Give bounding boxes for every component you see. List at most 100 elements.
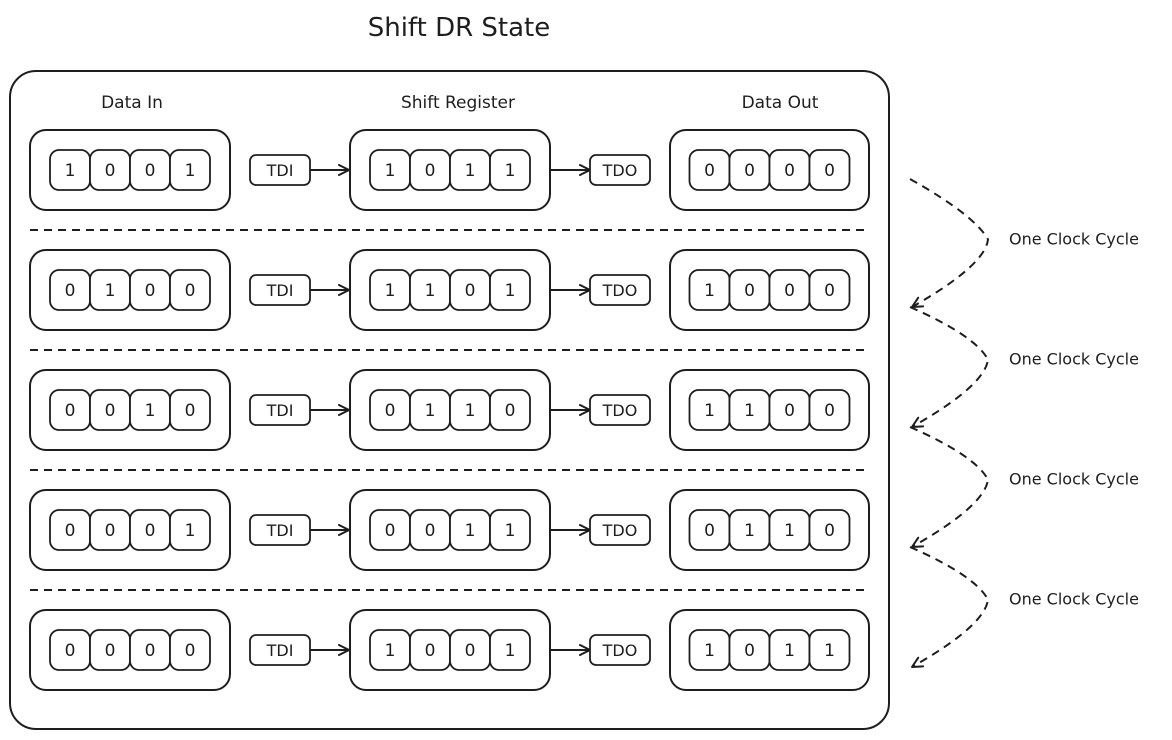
bit-value: 0: [784, 281, 795, 301]
bit-value: 0: [105, 521, 116, 541]
bit-value: 0: [65, 281, 76, 301]
register-container: [669, 129, 870, 211]
bit-value: 1: [784, 521, 795, 541]
bit-value: 0: [385, 401, 396, 421]
bit-value: 0: [704, 161, 715, 181]
register-container: [29, 489, 231, 571]
bit-value: 0: [744, 281, 755, 301]
bit-value: 1: [505, 641, 516, 661]
bit-value: 1: [505, 521, 516, 541]
clock-cycle-arrow: [909, 178, 990, 307]
column-header-data-out: Data Out: [742, 93, 819, 113]
bit-value: 0: [425, 521, 436, 541]
tdo-tag: [589, 274, 651, 306]
tdo-tag: [589, 154, 651, 186]
register-shift-register: 0 1 1 0: [349, 369, 551, 451]
bit-cell: [169, 509, 211, 551]
bit-value: 1: [824, 641, 835, 661]
register-container: [669, 369, 870, 451]
bit-value: 1: [704, 401, 715, 421]
bit-value: 0: [145, 521, 156, 541]
tdo-label: TDO: [602, 401, 638, 420]
bit-value: 1: [185, 161, 196, 181]
bit-value: 0: [185, 641, 196, 661]
bit-value: 0: [465, 641, 476, 661]
bit-value: 1: [385, 641, 396, 661]
register-data-out: 1 0 1 1: [669, 609, 870, 691]
column-header-data-in: Data In: [101, 93, 163, 113]
bit-value: 0: [505, 401, 516, 421]
tdo-tag: [589, 394, 651, 426]
outer-frame: [9, 70, 890, 730]
bit-cell: [808, 389, 851, 431]
bit-value: 0: [824, 281, 835, 301]
bit-value: 0: [824, 401, 835, 421]
bit-value: 1: [65, 161, 76, 181]
tdi-label: TDI: [266, 161, 294, 180]
bit-cell: [489, 149, 531, 191]
bit-cell: [808, 509, 851, 551]
bit-value: 1: [465, 401, 476, 421]
bit-value: 0: [145, 281, 156, 301]
register-container: [669, 609, 870, 691]
tdo-label: TDO: [602, 161, 638, 180]
bit-value: 1: [784, 641, 795, 661]
clock-cycle-label: One Clock Cycle: [1009, 590, 1139, 609]
bit-value: 0: [784, 161, 795, 181]
diagram-title: Shift DR State: [368, 13, 551, 43]
tdo-label: TDO: [602, 521, 638, 540]
bit-cell: [169, 629, 211, 671]
bit-cell: [169, 149, 211, 191]
register-data-in: 0 0 0 1: [29, 489, 231, 571]
bit-value: 0: [744, 641, 755, 661]
tdo-tag: [589, 514, 651, 546]
bit-value: 0: [105, 401, 116, 421]
bit-value: 1: [385, 281, 396, 301]
bit-value: 0: [105, 641, 116, 661]
bit-value: 0: [65, 521, 76, 541]
tdi-label: TDI: [266, 281, 294, 300]
clock-cycle-transition: One Clock Cycle: [909, 426, 1139, 547]
bit-value: 0: [784, 401, 795, 421]
bit-value: 0: [824, 521, 835, 541]
clock-cycle-arrow: [909, 426, 990, 547]
bit-value: 0: [704, 521, 715, 541]
bit-value: 0: [185, 281, 196, 301]
clock-cycle-label: One Clock Cycle: [1009, 230, 1139, 249]
clock-cycle-label: One Clock Cycle: [1009, 470, 1139, 489]
bit-value: 1: [465, 521, 476, 541]
clock-cycle-transition: One Clock Cycle: [909, 546, 1139, 667]
bit-value: 0: [145, 641, 156, 661]
bit-value: 0: [105, 161, 116, 181]
bit-value: 1: [704, 281, 715, 301]
bit-value: 1: [385, 161, 396, 181]
bit-value: 0: [744, 161, 755, 181]
register-container: [669, 489, 870, 571]
bit-value: 0: [385, 521, 396, 541]
bit-value: 1: [425, 401, 436, 421]
register-container: [29, 369, 231, 451]
bit-value: 0: [465, 281, 476, 301]
bit-value: 1: [704, 641, 715, 661]
bit-cell: [489, 389, 531, 431]
clock-cycle-transition: One Clock Cycle: [909, 178, 1139, 307]
clock-cycle-transition: One Clock Cycle: [909, 306, 1139, 427]
bit-value: 1: [505, 281, 516, 301]
tdi-label: TDI: [266, 401, 294, 420]
register-shift-register: 0 0 1 1: [349, 489, 551, 571]
register-container: [29, 609, 231, 691]
bit-value: 1: [505, 161, 516, 181]
bit-cell: [808, 629, 851, 671]
clock-cycle-arrow: [909, 546, 990, 667]
bit-value: 1: [465, 161, 476, 181]
bit-value: 1: [185, 521, 196, 541]
